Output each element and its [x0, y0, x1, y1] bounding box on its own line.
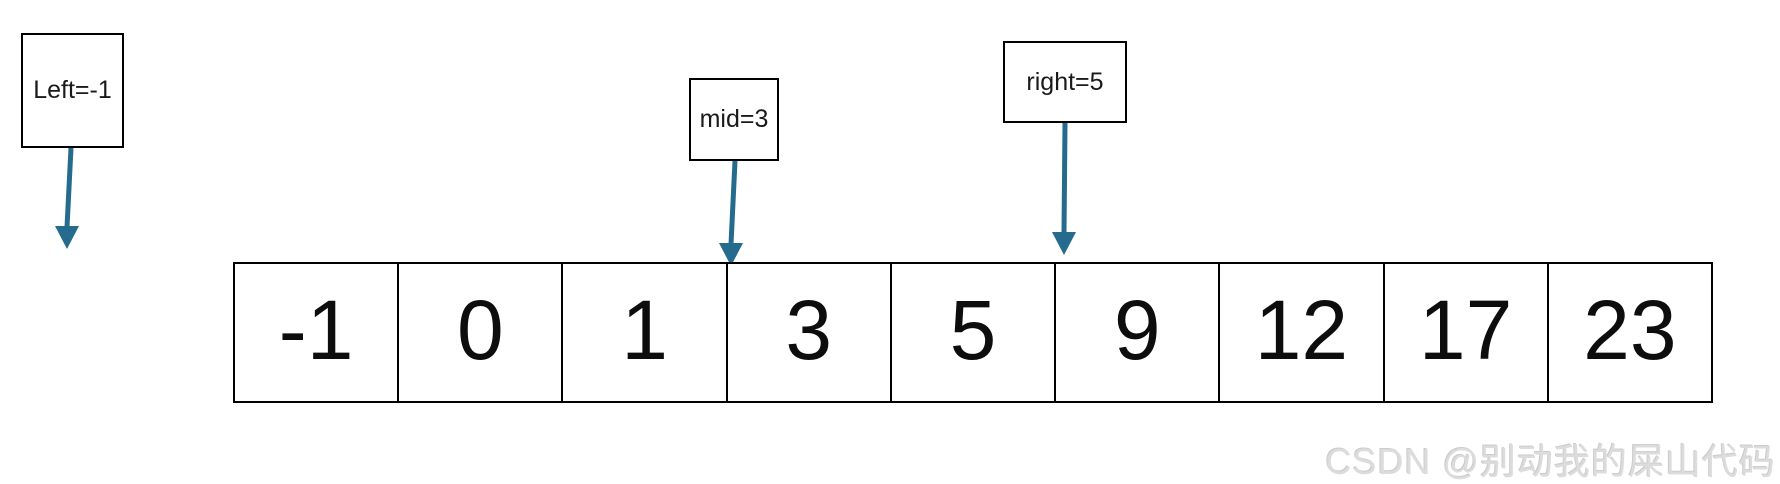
- array-cell: 3: [725, 264, 890, 401]
- array-cell: 17: [1382, 264, 1547, 401]
- left-pointer-label: Left=-1: [33, 76, 112, 104]
- array-cell: 1: [561, 264, 725, 401]
- mid-pointer-label: mid=3: [699, 105, 769, 133]
- watermark: CSDN @别动我的屎山代码: [1325, 441, 1776, 482]
- right-pointer-label: right=5: [1026, 67, 1104, 96]
- left-pointer-arrow-icon: [55, 147, 79, 249]
- array-cell: 9: [1054, 264, 1218, 401]
- left-pointer-box: Left=-1: [21, 33, 124, 148]
- array-cell: 12: [1218, 264, 1382, 401]
- mid-pointer-box: mid=3: [689, 78, 779, 161]
- array-cell: 23: [1546, 264, 1711, 401]
- array: -1 0 1 3 5 9 12 17 23: [233, 262, 1713, 403]
- right-pointer-box: right=5: [1003, 41, 1127, 123]
- array-cell: 5: [889, 264, 1054, 401]
- mid-pointer-arrow-icon: [719, 160, 743, 266]
- right-pointer-arrow-icon: [1052, 122, 1076, 255]
- array-cell: -1: [278, 282, 354, 377]
- array-cell: 0: [397, 264, 561, 401]
